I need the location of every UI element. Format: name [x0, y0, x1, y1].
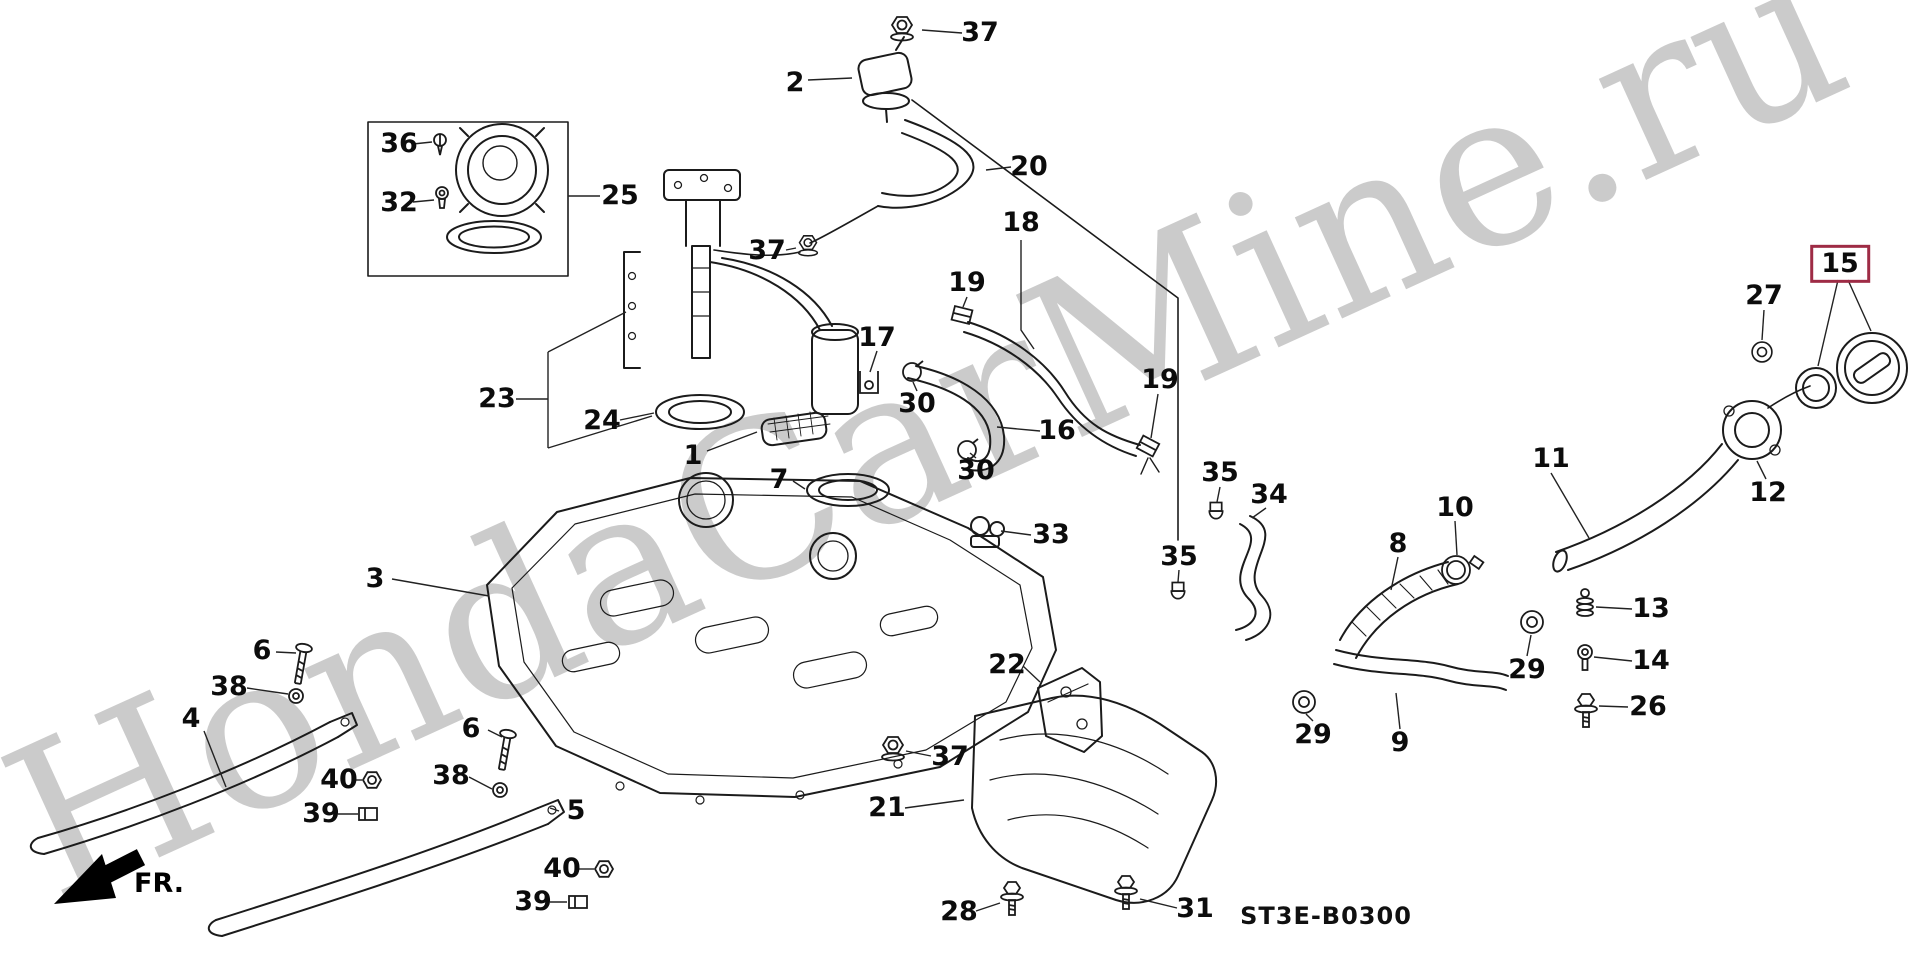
part-label-12[interactable]: 12	[1749, 476, 1787, 508]
fuel-pump-assembly	[623, 169, 859, 447]
filler-seal-ring	[1795, 367, 1837, 409]
leader-lines	[203, 29, 1872, 912]
tank-strap-front	[29, 712, 358, 855]
part-label-32[interactable]: 32	[380, 186, 418, 218]
part-label-6-2[interactable]: 6	[461, 712, 481, 744]
part-label-34[interactable]: 34	[1250, 478, 1288, 510]
part-label-8[interactable]: 8	[1388, 527, 1408, 559]
tank-strap-rear	[207, 799, 565, 937]
part-label-37-3[interactable]: 37	[931, 740, 969, 772]
part-label-18[interactable]: 18	[1002, 206, 1040, 238]
vent-hose-34	[1235, 515, 1272, 641]
fuel-filler-cap	[1836, 332, 1908, 404]
part-label-24[interactable]: 24	[583, 404, 621, 436]
fuel-tank	[486, 472, 1057, 805]
part-label-36[interactable]: 36	[380, 127, 418, 159]
part-label-33[interactable]: 33	[1032, 518, 1070, 550]
diagram-code: ST3E-B0300	[1240, 902, 1412, 930]
part-label-16[interactable]: 16	[1038, 414, 1076, 446]
part-label-37-2[interactable]: 37	[748, 234, 786, 266]
part-label-13[interactable]: 13	[1632, 592, 1670, 624]
part-label-11[interactable]: 11	[1532, 442, 1570, 474]
part-label-40[interactable]: 40	[320, 763, 358, 795]
front-direction-arrow	[54, 849, 146, 904]
part-label-40-2[interactable]: 40	[543, 852, 581, 884]
breather-hose	[1333, 649, 1509, 691]
part-label-25[interactable]: 25	[601, 179, 639, 211]
part-label-30-2[interactable]: 30	[957, 454, 995, 486]
fuel-vent-hose	[713, 99, 1179, 541]
part-label-39[interactable]: 39	[302, 797, 340, 829]
vent-valve-assembly	[857, 36, 913, 123]
front-direction-label: FR.	[134, 868, 184, 899]
filler-neck-flange	[1722, 400, 1782, 460]
part-label-7[interactable]: 7	[769, 463, 789, 495]
part-label-35-2[interactable]: 35	[1160, 540, 1198, 572]
part-label-4[interactable]: 4	[181, 702, 201, 734]
fuel-pipes	[907, 321, 1160, 475]
part-label-29-2[interactable]: 29	[1294, 718, 1332, 750]
part-label-27[interactable]: 27	[1745, 279, 1783, 311]
part-label-14[interactable]: 14	[1632, 644, 1670, 676]
part-label-2[interactable]: 2	[785, 66, 805, 98]
part-label-19-2[interactable]: 19	[1141, 363, 1179, 395]
part-label-22[interactable]: 22	[988, 648, 1026, 680]
pump-kit-box	[367, 121, 569, 277]
part-label-6[interactable]: 6	[252, 634, 272, 666]
part-label-29[interactable]: 29	[1508, 653, 1546, 685]
part-label-39-2[interactable]: 39	[514, 885, 552, 917]
part-label-20[interactable]: 20	[1010, 150, 1048, 182]
part-label-23[interactable]: 23	[478, 382, 516, 414]
part-label-17[interactable]: 17	[858, 321, 896, 353]
part-label-21[interactable]: 21	[868, 791, 906, 823]
part-label-1[interactable]: 1	[683, 439, 703, 471]
part-label-35[interactable]: 35	[1201, 456, 1239, 488]
part-label-9[interactable]: 9	[1390, 726, 1410, 758]
part-label-3[interactable]: 3	[365, 562, 385, 594]
filler-pipe	[1552, 385, 1811, 573]
part-label-15[interactable]: 15	[1810, 244, 1870, 284]
filler-hose	[1339, 561, 1459, 659]
part-label-38-2[interactable]: 38	[432, 759, 470, 791]
heat-shield	[971, 694, 1218, 904]
part-label-38[interactable]: 38	[210, 670, 248, 702]
part-label-5[interactable]: 5	[566, 794, 586, 826]
part-label-31[interactable]: 31	[1176, 892, 1214, 924]
part-label-19[interactable]: 19	[948, 266, 986, 298]
part-label-10[interactable]: 10	[1436, 491, 1474, 523]
part-label-30[interactable]: 30	[898, 387, 936, 419]
part-label-26[interactable]: 26	[1629, 690, 1667, 722]
part-label-28[interactable]: 28	[940, 895, 978, 927]
part-label-37[interactable]: 37	[961, 16, 999, 48]
